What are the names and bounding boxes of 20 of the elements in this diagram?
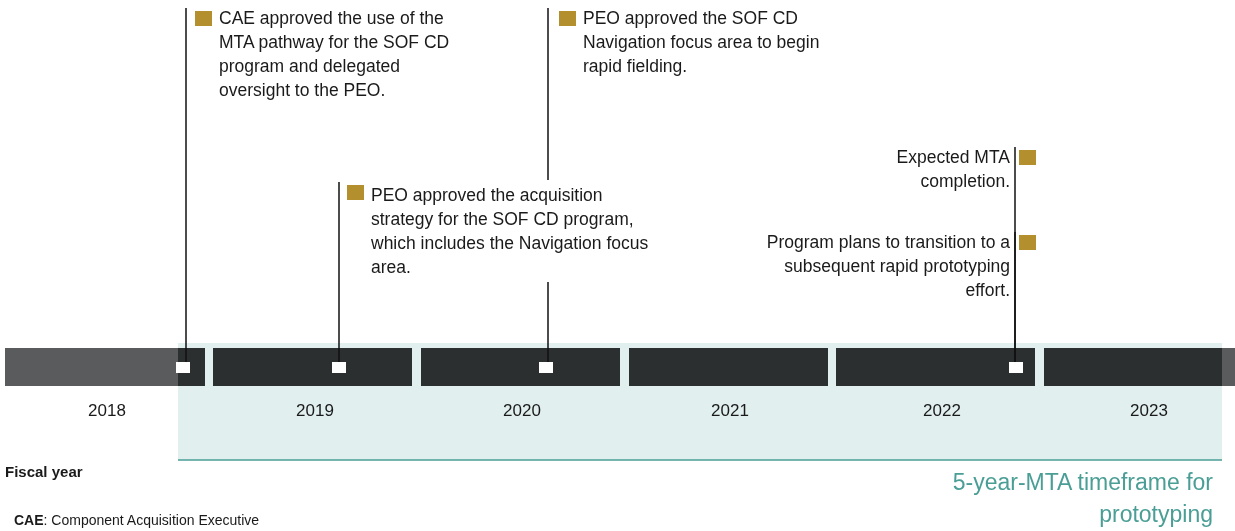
axis-title: Fiscal year bbox=[5, 463, 83, 480]
abbreviation-note: CAE: Component Acquisition Executive bbox=[14, 512, 260, 528]
timeline-marker bbox=[1009, 362, 1023, 373]
year-label: 2021 bbox=[711, 401, 749, 421]
event-text: Expected MTA completion. bbox=[895, 146, 1010, 193]
leader-line bbox=[185, 7, 187, 363]
timeline-marker bbox=[176, 362, 190, 373]
event-text: Program plans to transition to a subsequent rapid prototyping effort. bbox=[765, 231, 1010, 302]
band-label: 5-year-MTA timeframe for prototyping bbox=[951, 468, 1213, 529]
timeline-marker bbox=[332, 362, 346, 373]
year-label: 2023 bbox=[1130, 401, 1168, 421]
leader-line bbox=[1014, 231, 1016, 363]
year-label: 2022 bbox=[923, 401, 961, 421]
leader-line bbox=[338, 181, 340, 363]
year-label: 2019 bbox=[296, 401, 334, 421]
year-label: 2018 bbox=[88, 401, 126, 421]
year-label: 2020 bbox=[503, 401, 541, 421]
timeline-marker bbox=[539, 362, 553, 373]
event-text: CAE approved the use of the MTA pathway for the SOF CD program and delegated oversight to the PEO. bbox=[219, 7, 451, 102]
event-text: PEO approved the SOF CD Navigation focus area to begin rapid fielding. bbox=[583, 7, 821, 78]
